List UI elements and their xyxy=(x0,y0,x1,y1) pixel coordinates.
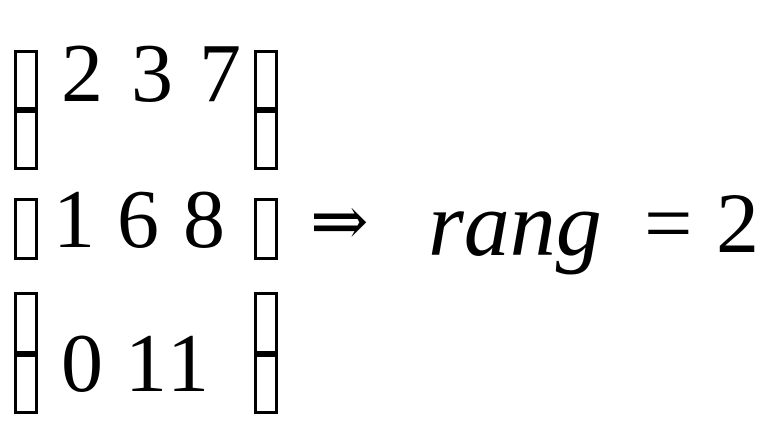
right-bracket-top xyxy=(254,50,278,110)
rank-value: 2 xyxy=(716,175,759,271)
left-bracket-bottom xyxy=(14,354,38,414)
left-bracket-top xyxy=(14,50,38,110)
matrix-cell-r2c2: 6 xyxy=(117,173,159,266)
matrix-cell-r3c1: 0 xyxy=(61,317,103,410)
matrix-cell-r3c2: 1 xyxy=(125,317,167,410)
rang-label: rang xyxy=(428,173,602,275)
equals-sign: = xyxy=(644,175,693,271)
matrix-cell-r2c1: 1 xyxy=(53,173,95,266)
matrix-cell-r1c3: 7 xyxy=(199,27,241,120)
matrix-cell-r3c3: 1 xyxy=(167,317,209,410)
left-bracket-mid xyxy=(14,198,38,260)
left-bracket-top-ext xyxy=(14,110,38,170)
implies-arrow: ⇒ xyxy=(310,180,369,262)
left-bracket-bottom-ext xyxy=(14,292,38,354)
matrix-cell-r1c1: 2 xyxy=(61,27,103,120)
right-bracket-mid xyxy=(254,198,278,260)
matrix-cell-r2c3: 8 xyxy=(183,173,225,266)
right-bracket-bottom-ext xyxy=(254,292,278,354)
right-bracket-top-ext xyxy=(254,110,278,170)
matrix-cell-r1c2: 3 xyxy=(131,27,173,120)
right-bracket-bottom xyxy=(254,354,278,414)
